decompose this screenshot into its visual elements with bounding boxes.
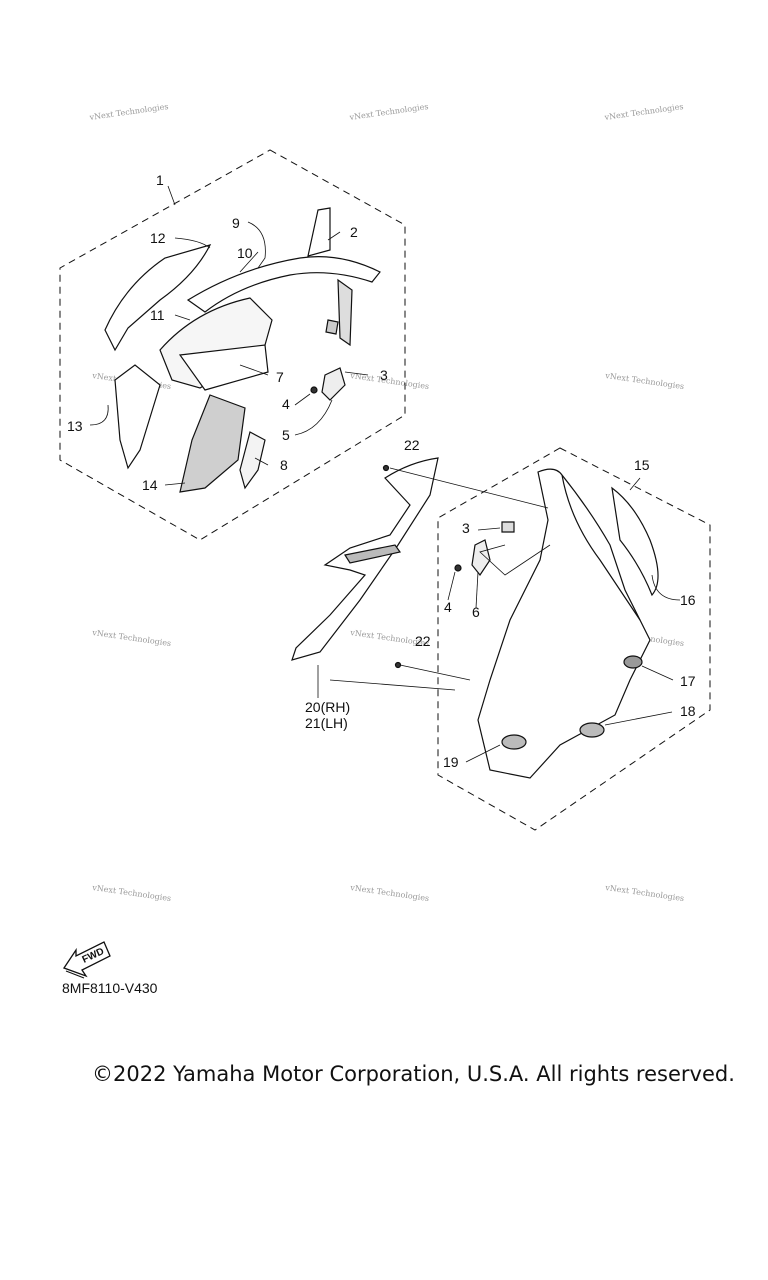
watermark: vNext Technologies <box>349 883 430 903</box>
callout-7: 7 <box>276 369 284 385</box>
callout-12: 12 <box>150 230 166 246</box>
part-3-nut <box>501 521 515 533</box>
part-4-screw <box>454 564 462 572</box>
callout-9: 9 <box>232 215 240 231</box>
callout-10: 10 <box>237 245 253 261</box>
lower-cowl-assembly <box>291 457 659 779</box>
callout-3-lower: 3 <box>462 520 470 536</box>
watermark-group: vNext Technologies vNext Technologies vN… <box>88 102 685 903</box>
cowl-inner-face <box>561 474 641 621</box>
stay-bracket <box>337 278 353 347</box>
watermark: vNext Technologies <box>91 883 172 903</box>
part-7-panel <box>178 344 269 391</box>
callout-labels: 1 2 12 9 10 11 7 3 4 5 13 8 14 22 15 3 4… <box>67 172 696 770</box>
upper-leader-lines <box>89 185 369 486</box>
callout-6: 6 <box>472 604 480 620</box>
callout-14: 14 <box>142 477 158 493</box>
part-5-cover <box>321 367 346 401</box>
copyright-notice: ©2022 Yamaha Motor Corporation, U.S.A. A… <box>92 1062 735 1086</box>
part-2-windshield <box>307 207 331 257</box>
callout-2: 2 <box>350 224 358 240</box>
part-19-emblem <box>501 734 527 750</box>
part-12-side-panel <box>104 244 212 352</box>
watermark: vNext Technologies <box>91 628 172 648</box>
part-3-bracket <box>325 319 339 335</box>
side-cover-vent <box>344 544 402 564</box>
part-18-emblem <box>579 722 605 738</box>
part-13-left-panel <box>114 364 161 470</box>
part-22-bolt <box>394 661 402 669</box>
callout-22-upper: 22 <box>404 437 420 453</box>
part-8-panel <box>239 431 266 490</box>
upper-cowl-assembly <box>104 207 381 493</box>
lower-assembly-boundary <box>437 447 711 831</box>
part-15-lower-cowl <box>477 468 651 779</box>
part-14-mesh-grille <box>179 394 246 493</box>
callout-5: 5 <box>282 427 290 443</box>
callout-11: 11 <box>150 307 165 323</box>
callout-8: 8 <box>280 457 288 473</box>
watermark: vNext Technologies <box>88 102 169 122</box>
fwd-arrow-icon: FWD <box>63 941 111 979</box>
part-9-top-cowl <box>186 256 381 313</box>
callout-4-upper: 4 <box>282 396 290 412</box>
callout-18: 18 <box>680 703 696 719</box>
part-17-emblem <box>623 655 643 669</box>
callout-22-lower: 22 <box>415 633 431 649</box>
callout-21-lh: 21(LH) <box>305 715 348 731</box>
callout-4-lower: 4 <box>444 599 452 615</box>
watermark: vNext Technologies <box>604 883 685 903</box>
upper-assembly-boundary <box>59 149 406 541</box>
watermark: vNext Technologies <box>348 102 429 122</box>
callout-1: 1 <box>156 172 164 188</box>
callout-3-upper: 3 <box>380 367 388 383</box>
part-4-screw <box>310 386 318 394</box>
part-16-screen <box>611 486 659 597</box>
watermark: vNext Technologies <box>604 371 685 391</box>
part-22-bolt <box>382 464 390 472</box>
callout-16: 16 <box>680 592 696 608</box>
watermark: vNext Technologies <box>603 102 684 122</box>
lower-leader-lines <box>317 467 681 763</box>
callout-13: 13 <box>67 418 83 434</box>
part-6-clip <box>471 539 491 577</box>
callout-17: 17 <box>680 673 696 689</box>
drawing-code: 8MF8110-V430 <box>62 980 158 996</box>
callout-15: 15 <box>634 457 650 473</box>
callout-19: 19 <box>443 754 459 770</box>
callout-20-rh: 20(RH) <box>305 699 350 715</box>
